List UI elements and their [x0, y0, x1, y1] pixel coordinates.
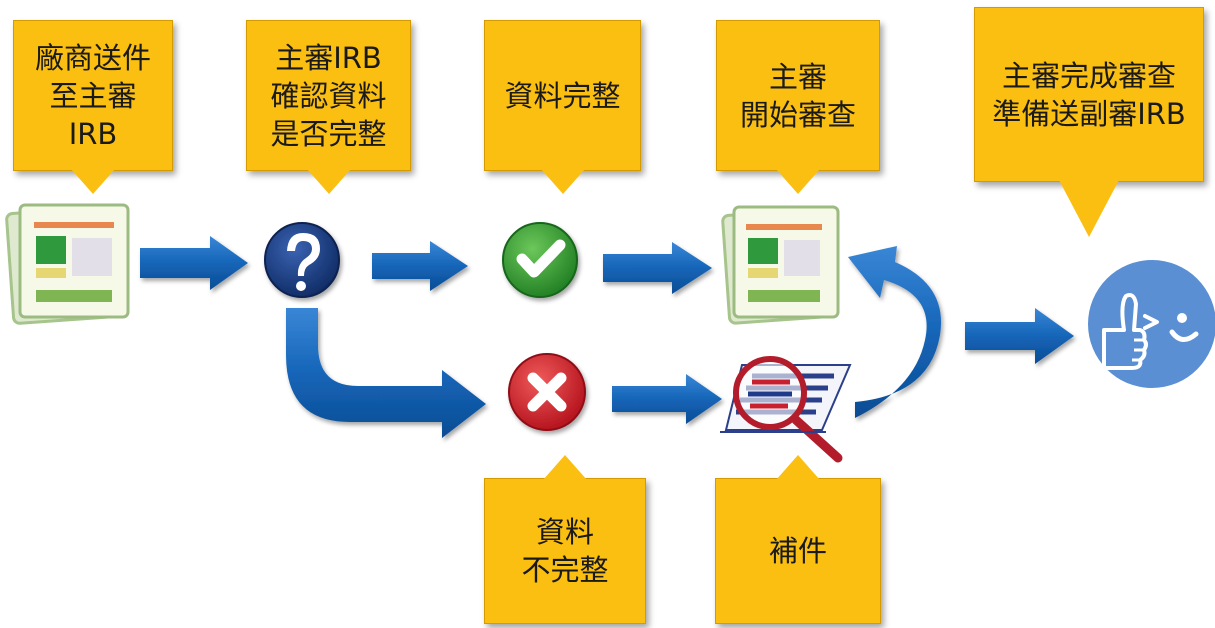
arrow-to-review-done	[965, 308, 1074, 364]
callout-review-done-text: 主審完成審查 準備送副審IRB	[992, 58, 1186, 131]
check-mark-icon	[502, 222, 578, 298]
callout-data-incomplete: 資料 不完整	[484, 478, 646, 624]
callout-supplement: 補件	[715, 478, 881, 624]
callout-check-complete: 主審IRB 確認資料 是否完整	[246, 20, 411, 171]
arrow-cross-to-supplement	[612, 374, 722, 424]
callout-check-complete-text: 主審IRB 確認資料 是否完整	[270, 40, 387, 151]
callout-start-review-text: 主審 開始審查	[739, 59, 856, 132]
arrow-check-to-review	[603, 242, 712, 294]
document-icon	[5, 203, 130, 325]
callout-vendor-submit: 廠商送件 至主審 IRB	[13, 20, 173, 171]
callout-start-review: 主審 開始審查	[716, 20, 880, 171]
arrow-supplement-to-review	[848, 246, 942, 418]
review-document-icon	[721, 205, 840, 325]
callout-data-complete: 資料完整	[484, 20, 641, 171]
callout-vendor-submit-text: 廠商送件 至主審 IRB	[34, 40, 151, 151]
arrow-question-to-cross	[286, 308, 486, 438]
callout-data-complete-text: 資料完整	[504, 78, 621, 113]
callout-supplement-text: 補件	[768, 534, 827, 568]
arrow-doc-to-question	[140, 236, 248, 290]
cross-icon	[508, 353, 586, 431]
callout-data-incomplete-text: 資料 不完整	[521, 515, 609, 587]
thumbs-up-smiley-icon	[1088, 260, 1215, 388]
question-mark-icon	[264, 222, 340, 298]
arrow-question-to-check	[372, 241, 468, 291]
callout-review-done: 主審完成審查 準備送副審IRB	[974, 7, 1204, 182]
magnifier-document-icon	[720, 356, 852, 463]
